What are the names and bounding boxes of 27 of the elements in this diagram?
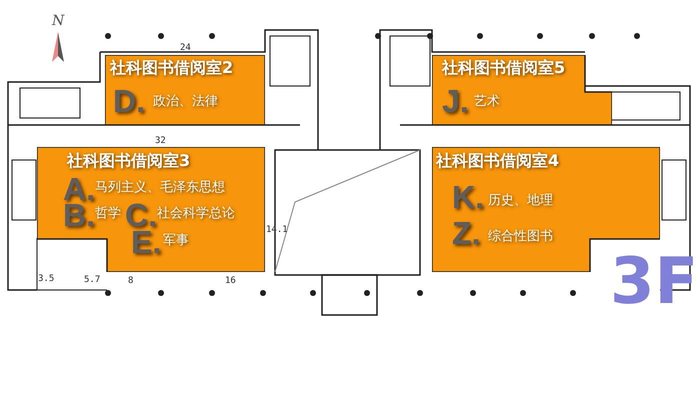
dimension-label: 8 — [128, 277, 134, 286]
room-title: 社科图书借阅室4 — [436, 153, 560, 169]
reading-room-area — [105, 55, 265, 125]
room-title: 社科图书借阅室3 — [67, 153, 190, 169]
dimension-label: 32 — [155, 137, 166, 146]
category-letter: D. — [113, 85, 145, 117]
category-letter: Z. — [452, 217, 480, 249]
room-title: 社科图书借阅室2 — [110, 60, 234, 76]
category-label: 政治、法律 — [153, 95, 218, 108]
category-label: 哲学 — [95, 207, 121, 220]
reading-room-area — [37, 147, 265, 272]
room-title: 社科图书借阅室5 — [442, 60, 566, 76]
dimension-label: 5.7 — [84, 276, 100, 285]
reading-room-area — [432, 55, 612, 125]
category-label: 军事 — [163, 234, 189, 247]
category-label: 社会科学总论 — [157, 207, 235, 220]
category-label: 历史、地理 — [488, 194, 553, 207]
category-letter: K. — [452, 181, 484, 213]
category-label: 艺术 — [474, 95, 500, 108]
floor-number: 3F — [610, 250, 698, 314]
dimension-label: 24 — [180, 44, 191, 53]
dimension-label: 3.5 — [38, 275, 54, 284]
category-label: 综合性图书 — [488, 230, 553, 243]
category-label: 马列主义、毛泽东思想 — [95, 181, 225, 194]
category-letter: J. — [442, 85, 469, 117]
north-letter: N — [52, 14, 64, 28]
dimension-label: 16 — [225, 277, 236, 286]
